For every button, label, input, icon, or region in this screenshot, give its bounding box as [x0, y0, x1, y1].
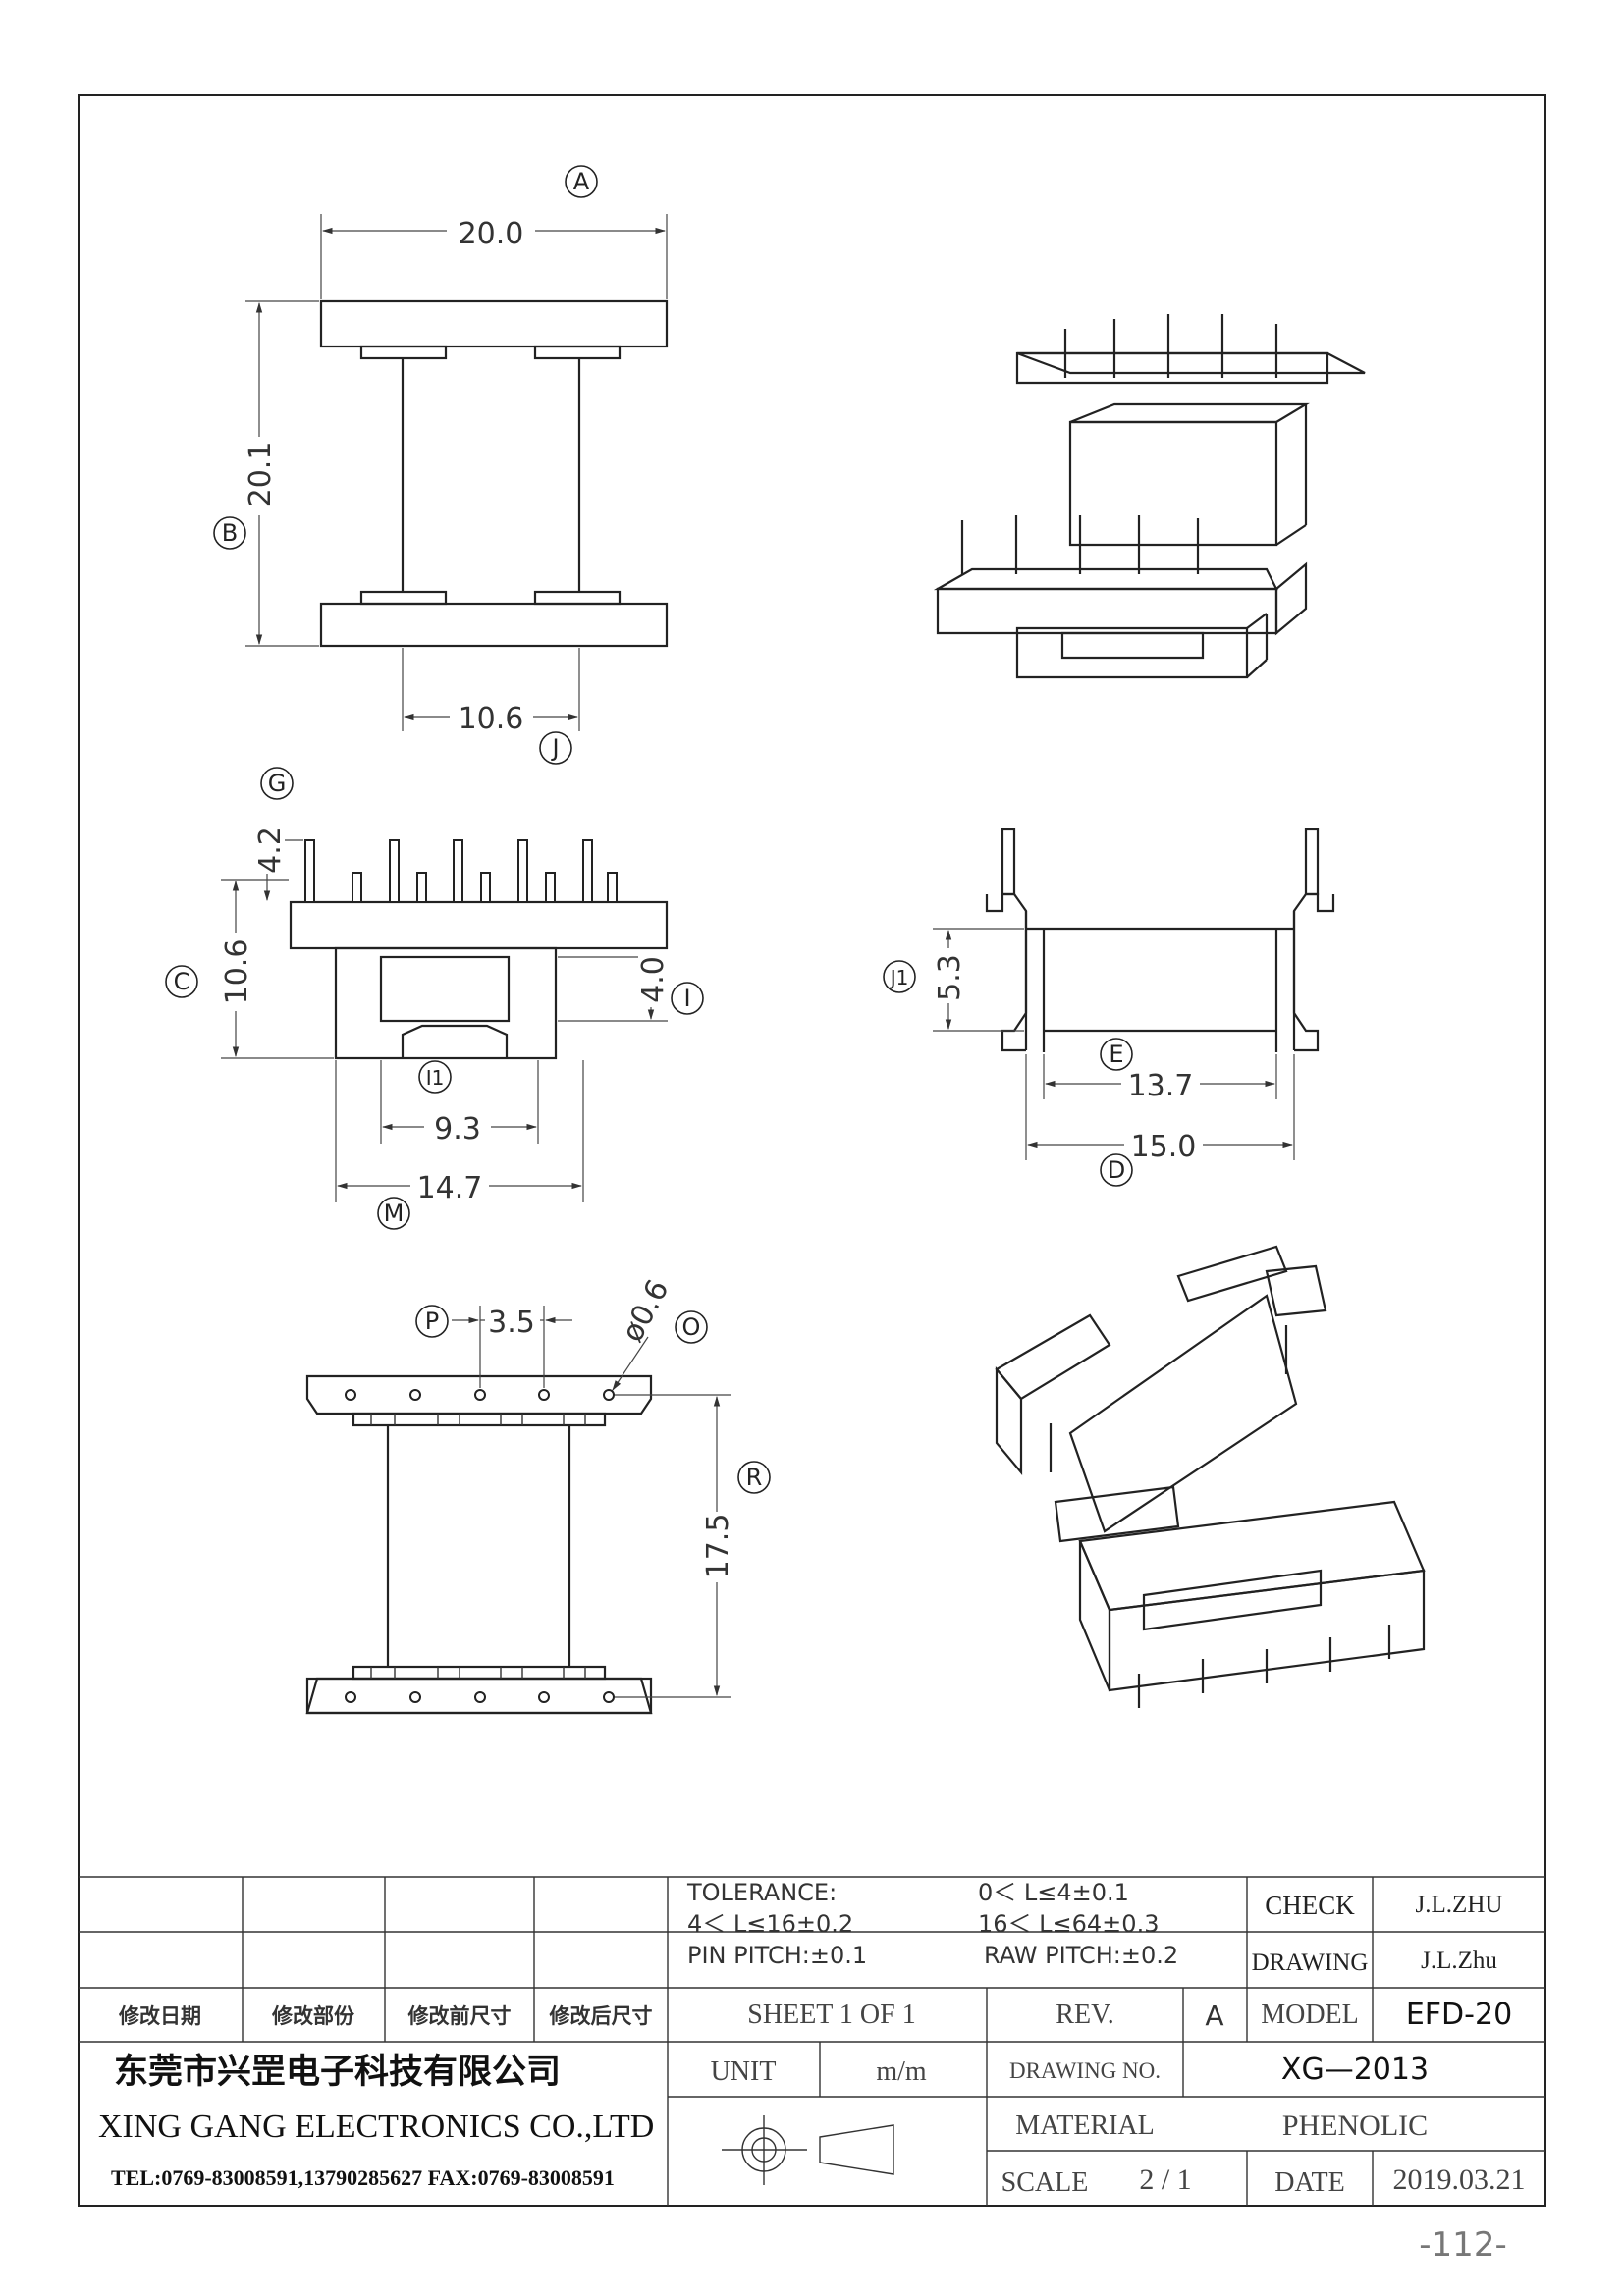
drawing-value: J.L.Zhu — [1421, 1948, 1497, 1974]
drawing-frame — [78, 94, 1546, 2207]
svg-text:I1: I1 — [426, 1066, 445, 1090]
check-label: CHECK — [1265, 1891, 1355, 1920]
dim-i-text: 4.0 — [636, 956, 671, 1003]
callout-a: A — [565, 165, 598, 198]
revision-date-label: 修改日期 — [118, 2004, 201, 2028]
callout-j: J — [539, 731, 572, 765]
dim-m-text: 14.7 — [417, 1171, 483, 1205]
revision-part-label: 修改部份 — [271, 2004, 355, 2028]
svg-text:R: R — [746, 1464, 763, 1491]
dim-g-text: 4.2 — [253, 827, 288, 874]
svg-text:E: E — [1109, 1041, 1123, 1068]
dim-i1-text: 9.3 — [434, 1112, 481, 1147]
revision-after-label: 修改后尺寸 — [549, 2004, 653, 2028]
dim-b-text: 20.1 — [244, 442, 278, 507]
dim-o-text: ø0.6 — [616, 1274, 677, 1348]
callout-o: O — [675, 1310, 708, 1344]
scale-label: SCALE — [1001, 2167, 1089, 2198]
dim-j1-text: 5.3 — [933, 954, 967, 1001]
check-value: J.L.ZHU — [1416, 1892, 1503, 1918]
company-contact: TEL:0769-83008591,13790285627 FAX:0769-8… — [111, 2165, 615, 2190]
model-value: EFD-20 — [1406, 1998, 1512, 2032]
callout-g: G — [260, 767, 294, 800]
side-view — [221, 839, 669, 1202]
pin-pitch: PIN PITCH:±0.1 — [687, 1942, 867, 1969]
callout-c: C — [165, 965, 198, 998]
sheet-text: SHEET 1 OF 1 — [747, 2000, 915, 2030]
unit-label: UNIT — [711, 2056, 777, 2087]
tolerance-3: 16＜ L≤64±0.3 — [978, 1910, 1159, 1938]
callout-d: D — [1100, 1153, 1133, 1187]
svg-text:D: D — [1108, 1156, 1125, 1184]
material-value: PHENOLIC — [1282, 2109, 1428, 2142]
dim-c-text: 10.6 — [220, 939, 254, 1005]
rev-value: A — [1205, 2000, 1223, 2032]
front-view — [245, 214, 669, 731]
svg-text:G: G — [268, 770, 287, 797]
company-name-en: XING GANG ELECTRONICS CO.,LTD — [98, 2109, 654, 2145]
date-label: DATE — [1274, 2167, 1345, 2198]
dim-a-text: 20.0 — [459, 217, 524, 251]
model-label: MODEL — [1261, 2000, 1359, 2030]
drawing-no-value: XG—2013 — [1281, 2053, 1429, 2087]
svg-text:M: M — [384, 1200, 405, 1227]
callout-b: B — [213, 516, 246, 550]
svg-text:A: A — [573, 168, 590, 195]
callout-i1: I1 — [418, 1060, 452, 1094]
scale-value: 2 / 1 — [1139, 2163, 1191, 2196]
raw-pitch: RAW PITCH:±0.2 — [984, 1942, 1178, 1969]
dim-j-text: 10.6 — [459, 702, 524, 736]
callout-e: E — [1100, 1038, 1133, 1071]
rev-label: REV. — [1056, 2000, 1113, 2030]
drawing-no-label: DRAWING NO. — [1009, 2058, 1161, 2083]
svg-text:B: B — [222, 519, 238, 547]
svg-text:I: I — [683, 985, 690, 1012]
end-view — [933, 828, 1335, 1160]
date-value: 2019.03.21 — [1393, 2163, 1526, 2196]
title-block — [79, 1876, 1545, 2206]
callout-j1: J1 — [883, 960, 916, 993]
material-label: MATERIAL — [1015, 2110, 1155, 2141]
dim-r-text: 17.5 — [701, 1514, 735, 1579]
isometric-view-bottom — [995, 1245, 1426, 1708]
svg-text:J1: J1 — [889, 966, 909, 989]
callout-m: M — [377, 1197, 410, 1230]
svg-text:J: J — [550, 734, 559, 762]
unit-value: m/m — [876, 2056, 927, 2087]
svg-text:P: P — [425, 1308, 439, 1335]
callout-i: I — [671, 982, 704, 1015]
top-view — [305, 1306, 731, 1715]
revision-before-label: 修改前尺寸 — [407, 2004, 512, 2028]
dim-d-text: 15.0 — [1131, 1130, 1197, 1164]
tolerance-label: TOLERANCE: — [686, 1879, 837, 1906]
company-name-cn: 东莞市兴罡电子科技有限公司 — [114, 2053, 561, 2091]
callout-r: R — [737, 1461, 771, 1494]
drawing-label: DRAWING — [1252, 1949, 1369, 1976]
tolerance-2: 4＜ L≤16±0.2 — [687, 1910, 853, 1938]
page-number: -112- — [1419, 2225, 1506, 2265]
tolerance-1: 0＜ L≤4±0.1 — [978, 1879, 1129, 1906]
svg-text:O: O — [682, 1313, 701, 1341]
dim-e-text: 13.7 — [1128, 1069, 1194, 1103]
isometric-view-top — [933, 314, 1366, 679]
callout-p: P — [415, 1305, 449, 1338]
dim-p-text: 3.5 — [488, 1306, 535, 1340]
svg-text:C: C — [174, 968, 190, 995]
